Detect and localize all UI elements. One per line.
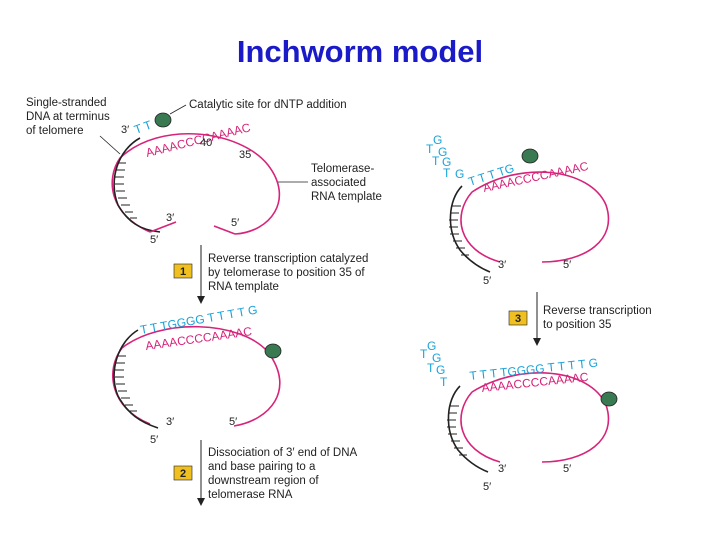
label-5prime-left: 5′	[150, 234, 158, 246]
label-5prime-left: 5′	[483, 481, 491, 493]
step-2: 2 Dissociation of 3′ end of DNA and base…	[173, 440, 360, 506]
svg-text:T: T	[440, 375, 448, 389]
step-3: 3 Reverse transcription to position 35	[508, 292, 655, 346]
step3-badge	[508, 310, 528, 326]
panel-mid-left: T T TGGGG T T T T G AAAACCCCAAAAC 3′ 5′ …	[112, 303, 282, 446]
step3-number: 3	[515, 313, 521, 325]
label-pos-40: 40	[200, 137, 212, 149]
svg-text:T: T	[420, 347, 428, 361]
dna-stack: G T G T G T G	[426, 133, 464, 181]
base-pair-rungs	[115, 355, 137, 412]
label-pos-35: 35	[239, 149, 251, 161]
base-pair-rungs	[449, 205, 469, 256]
leader-line-catalytic	[169, 104, 187, 115]
svg-text:G: G	[455, 167, 464, 181]
step1-text: Reverse transcription catalyzed by telom…	[208, 253, 372, 293]
step-1: 1 Reverse transcription catalyzed by tel…	[173, 245, 372, 304]
dna-strand	[447, 385, 489, 473]
step3-arrowhead	[533, 338, 541, 346]
svg-text:G: G	[438, 145, 447, 159]
panel-top-left: T T AAAACCCCAAAAC 3′ 40 35 3′ 5′ 5′ Sing…	[26, 97, 382, 246]
svg-text:G: G	[442, 155, 451, 169]
step2-badge	[173, 465, 193, 481]
svg-text:G: G	[436, 363, 445, 377]
panel-bottom-right: G T G T G T T T T TGGGG T T T T G AAAACC…	[420, 339, 618, 493]
label-single-stranded-dna: Single-stranded DNA at terminus of telom…	[26, 97, 113, 137]
label-3prime: 3′	[498, 463, 506, 475]
label-3prime: 3′	[498, 259, 506, 271]
label-5prime-left: 5′	[150, 434, 158, 446]
rna-template-loop	[460, 171, 610, 263]
enzyme-catalytic-site-icon	[521, 148, 539, 164]
step1-arrowhead	[197, 296, 205, 304]
panel-top-right: G T G T G T G T T T TG AAAACCCCAAAAC 3′ …	[426, 133, 610, 287]
label-3prime-bottom: 3′	[166, 212, 174, 224]
dna-stack: G T G T G T	[420, 339, 448, 389]
rna-3prime-tail	[149, 221, 177, 233]
page-title: Inchworm model	[236, 34, 484, 69]
enzyme-catalytic-site-icon	[264, 343, 282, 359]
step1-number: 1	[180, 266, 186, 278]
svg-text:G: G	[433, 133, 442, 147]
svg-text:T: T	[443, 166, 451, 180]
enzyme-catalytic-site-icon	[154, 112, 172, 128]
svg-text:T: T	[427, 361, 435, 375]
label-5prime-right: 5′	[229, 416, 237, 428]
label-rna-template: Telomerase- associated RNA template	[311, 163, 382, 203]
step3-text: Reverse transcription to position 35	[543, 305, 655, 331]
base-pair-rungs	[447, 405, 467, 456]
dna-strand	[449, 185, 491, 273]
label-3prime: 3′	[166, 416, 174, 428]
label-5prime-right: 5′	[563, 463, 571, 475]
base-pair-rungs	[115, 162, 137, 219]
dna-strand	[113, 329, 159, 429]
step1-badge	[173, 263, 193, 279]
label-5prime-right: 5′	[231, 217, 239, 229]
svg-text:T: T	[432, 154, 440, 168]
step2-text: Dissociation of 3′ end of DNA and base p…	[208, 447, 360, 501]
enzyme-catalytic-site-icon	[600, 391, 618, 407]
rna-5prime-tail	[213, 225, 236, 235]
label-catalytic-site: Catalytic site for dNTP addition	[189, 99, 347, 111]
step2-number: 2	[180, 468, 186, 480]
dna-overhang: T T	[132, 117, 154, 136]
label-3prime-top: 3′	[121, 124, 129, 136]
label-5prime-right: 5′	[563, 259, 571, 271]
svg-text:G: G	[427, 339, 436, 353]
dna-strand	[113, 137, 161, 233]
step2-arrowhead	[197, 498, 205, 506]
leader-line-ssdna	[99, 135, 121, 155]
svg-text:T: T	[426, 142, 434, 156]
rna-template-loop	[111, 132, 281, 235]
label-5prime-left: 5′	[483, 275, 491, 287]
svg-text:G: G	[432, 351, 441, 365]
